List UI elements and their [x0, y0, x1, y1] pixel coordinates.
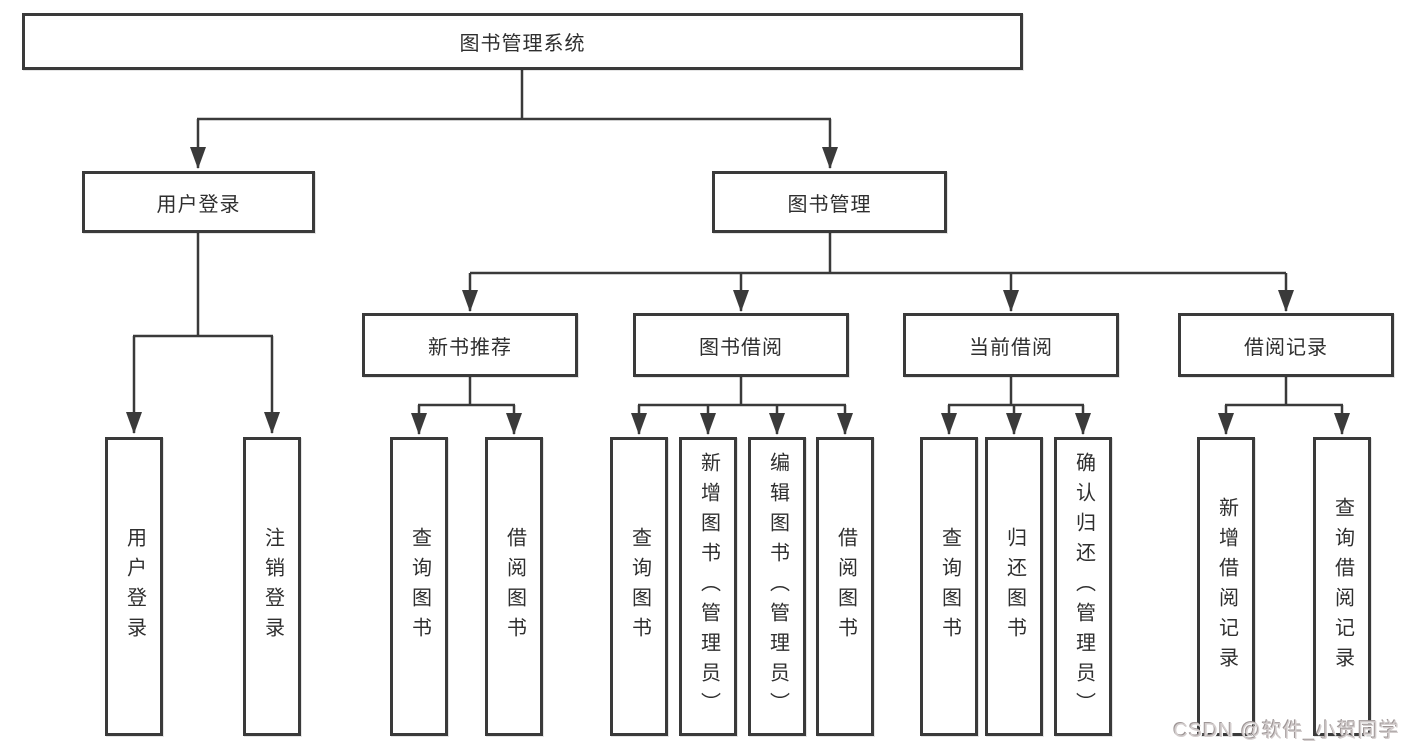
node-library-management-system: 图书管理系统 — [22, 13, 1023, 70]
leaf-label: 注销登录 — [261, 526, 284, 647]
leaf-logout: 注销登录 — [243, 437, 301, 736]
leaf-label: 查询图书 — [408, 526, 431, 647]
leaf-query-books-borrowing: 查询图书 — [610, 437, 668, 736]
leaf-add-book-admin: 新增图书（管理员） — [679, 437, 737, 736]
leaf-label: 查询图书 — [628, 526, 651, 647]
leaf-add-borrow-record: 新增借阅记录 — [1197, 437, 1255, 736]
leaf-label: 新增图书（管理员） — [697, 451, 720, 722]
leaf-label: 查询借阅记录 — [1331, 496, 1354, 677]
watermark: CSDN @软件_小贺同学 — [1173, 720, 1400, 742]
leaf-query-books-recommend: 查询图书 — [390, 437, 448, 736]
node-label: 新书推荐 — [428, 336, 512, 359]
node-label: 用户登录 — [156, 193, 241, 216]
node-label: 借阅记录 — [1244, 336, 1328, 359]
leaf-edit-book-admin: 编辑图书（管理员） — [748, 437, 806, 736]
leaf-label: 归还图书 — [1003, 526, 1026, 647]
leaf-user-login: 用户登录 — [105, 437, 163, 736]
leaf-label: 借阅图书 — [503, 526, 526, 647]
node-book-management: 图书管理 — [712, 171, 947, 233]
leaf-label: 确认归还（管理员） — [1072, 451, 1095, 722]
leaf-label: 查询图书 — [938, 526, 961, 647]
node-borrowing-records: 借阅记录 — [1178, 313, 1394, 377]
node-label: 图书管理 — [787, 193, 872, 216]
leaf-label: 编辑图书（管理员） — [766, 451, 789, 722]
leaf-label: 新增借阅记录 — [1215, 496, 1238, 677]
leaf-label: 借阅图书 — [834, 526, 857, 647]
node-label: 当前借阅 — [969, 336, 1053, 359]
node-user-login: 用户登录 — [82, 171, 315, 233]
leaf-query-borrow-record: 查询借阅记录 — [1313, 437, 1371, 736]
node-current-borrowing: 当前借阅 — [903, 313, 1119, 377]
leaf-borrow-books-recommend: 借阅图书 — [485, 437, 543, 736]
node-label: 图书管理系统 — [459, 33, 586, 55]
leaf-confirm-return-admin: 确认归还（管理员） — [1054, 437, 1112, 736]
node-new-book-recommendation: 新书推荐 — [362, 313, 578, 377]
node-book-borrowing: 图书借阅 — [633, 313, 849, 377]
leaf-label: 用户登录 — [123, 526, 146, 647]
leaf-query-books-current: 查询图书 — [920, 437, 978, 736]
leaf-borrow-books-borrowing: 借阅图书 — [816, 437, 874, 736]
node-label: 图书借阅 — [699, 336, 783, 359]
leaf-return-books: 归还图书 — [985, 437, 1043, 736]
